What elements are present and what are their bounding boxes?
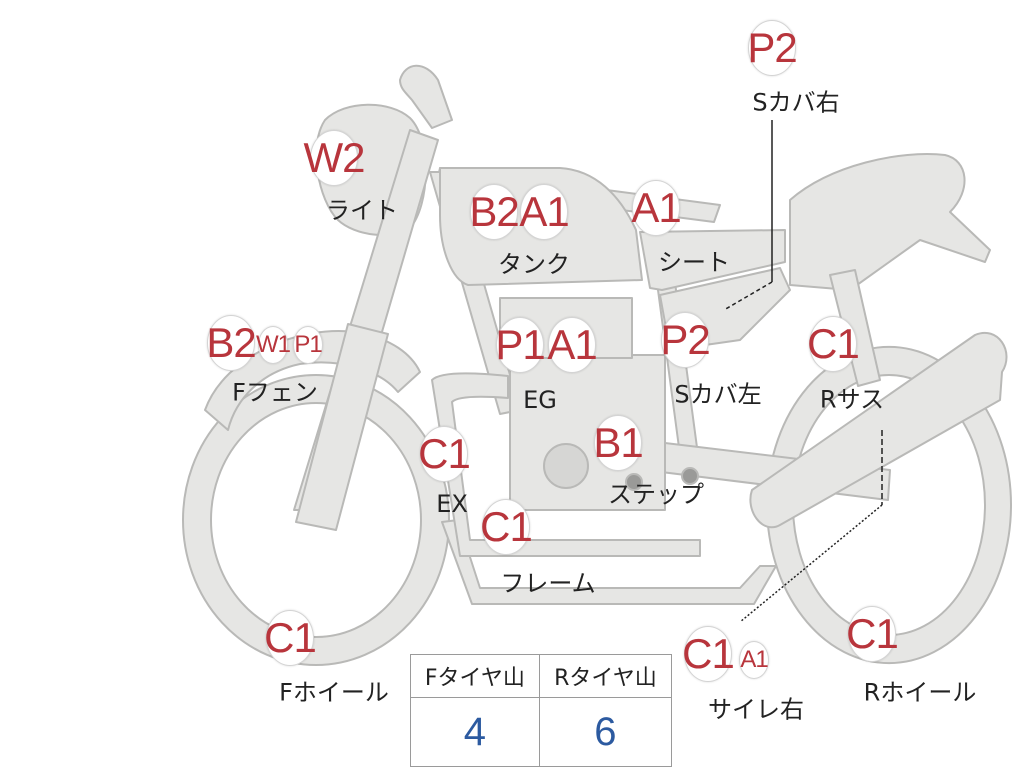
leader-line-side-cover-right-dash [723,281,773,311]
tail-shape [789,153,991,291]
rear-tire-tread-header: Rタイヤ山 [538,654,673,698]
rear-tire-tread-value: 6 [538,697,673,767]
frame-cradle [441,519,777,605]
rating-badge-front-fender-1: W1 [256,326,291,364]
part-label-front-wheel: Fホイール [279,678,389,707]
rating-badge-silencer-right-1: A1 [739,641,769,679]
rating-badge-tank-0: B2 [469,184,520,240]
rating-badge-frame-0: C1 [480,499,533,555]
rating-badge-side-cover-right-0: P2 [747,20,798,76]
rating-badge-engine-1: A1 [547,317,598,373]
rating-badge-rear-suspension-0: C1 [807,316,860,372]
part-label-front-fender: Fフェン [232,378,318,407]
part-label-engine: EG [523,386,557,414]
rating-badge-step-0: B1 [593,415,644,471]
rating-badge-light-0: W2 [304,130,366,186]
handlebar-shape [399,64,453,129]
front-tire-tread-header: Fタイヤ山 [410,654,540,698]
engine-cover-shape [543,443,589,489]
front-tire-tread-value: 4 [410,697,540,767]
part-label-exhaust: EX [436,490,468,518]
part-label-side-cover-left: Sカバ左 [674,380,762,409]
muffler-shape [749,331,1008,529]
footpeg-shape-2 [681,467,699,485]
rating-badge-seat-0: A1 [631,180,682,236]
rating-badge-tank-1: A1 [519,184,570,240]
part-label-frame: フレーム [500,569,596,598]
part-label-rear-wheel: Rホイール [863,678,977,707]
rating-badge-front-fender-0: B2 [206,315,257,371]
part-label-tank: タンク [498,250,570,279]
tire-tread-table: Fタイヤ山 Rタイヤ山 4 6 [410,654,673,767]
part-label-seat: シート [658,248,730,277]
front-wheel-shape [182,374,450,666]
tire-table-value-row: 4 6 [410,697,673,767]
rating-badge-silencer-right-0: C1 [682,626,735,682]
rating-badge-exhaust-0: C1 [418,426,471,482]
rating-badge-engine-0: P1 [495,317,546,373]
rating-badge-front-wheel-0: C1 [264,610,317,666]
rating-badge-front-fender-2: P1 [293,326,323,364]
rating-badge-side-cover-left-0: P2 [660,312,711,368]
seat-shape [639,229,786,291]
part-label-side-cover-right: Sカバ右 [752,88,840,117]
footpeg-shape [625,473,643,491]
part-label-step: ステップ [608,480,704,509]
fork-outer-shape [295,323,389,531]
part-label-silencer-right: サイレ右 [708,695,804,724]
part-label-light: ライト [326,196,398,225]
rating-badge-rear-wheel-0: C1 [846,606,899,662]
tire-table-header-row: Fタイヤ山 Rタイヤ山 [410,654,673,698]
part-label-rear-suspension: Rサス [819,385,885,414]
leader-line-silencer-2 [739,504,883,623]
